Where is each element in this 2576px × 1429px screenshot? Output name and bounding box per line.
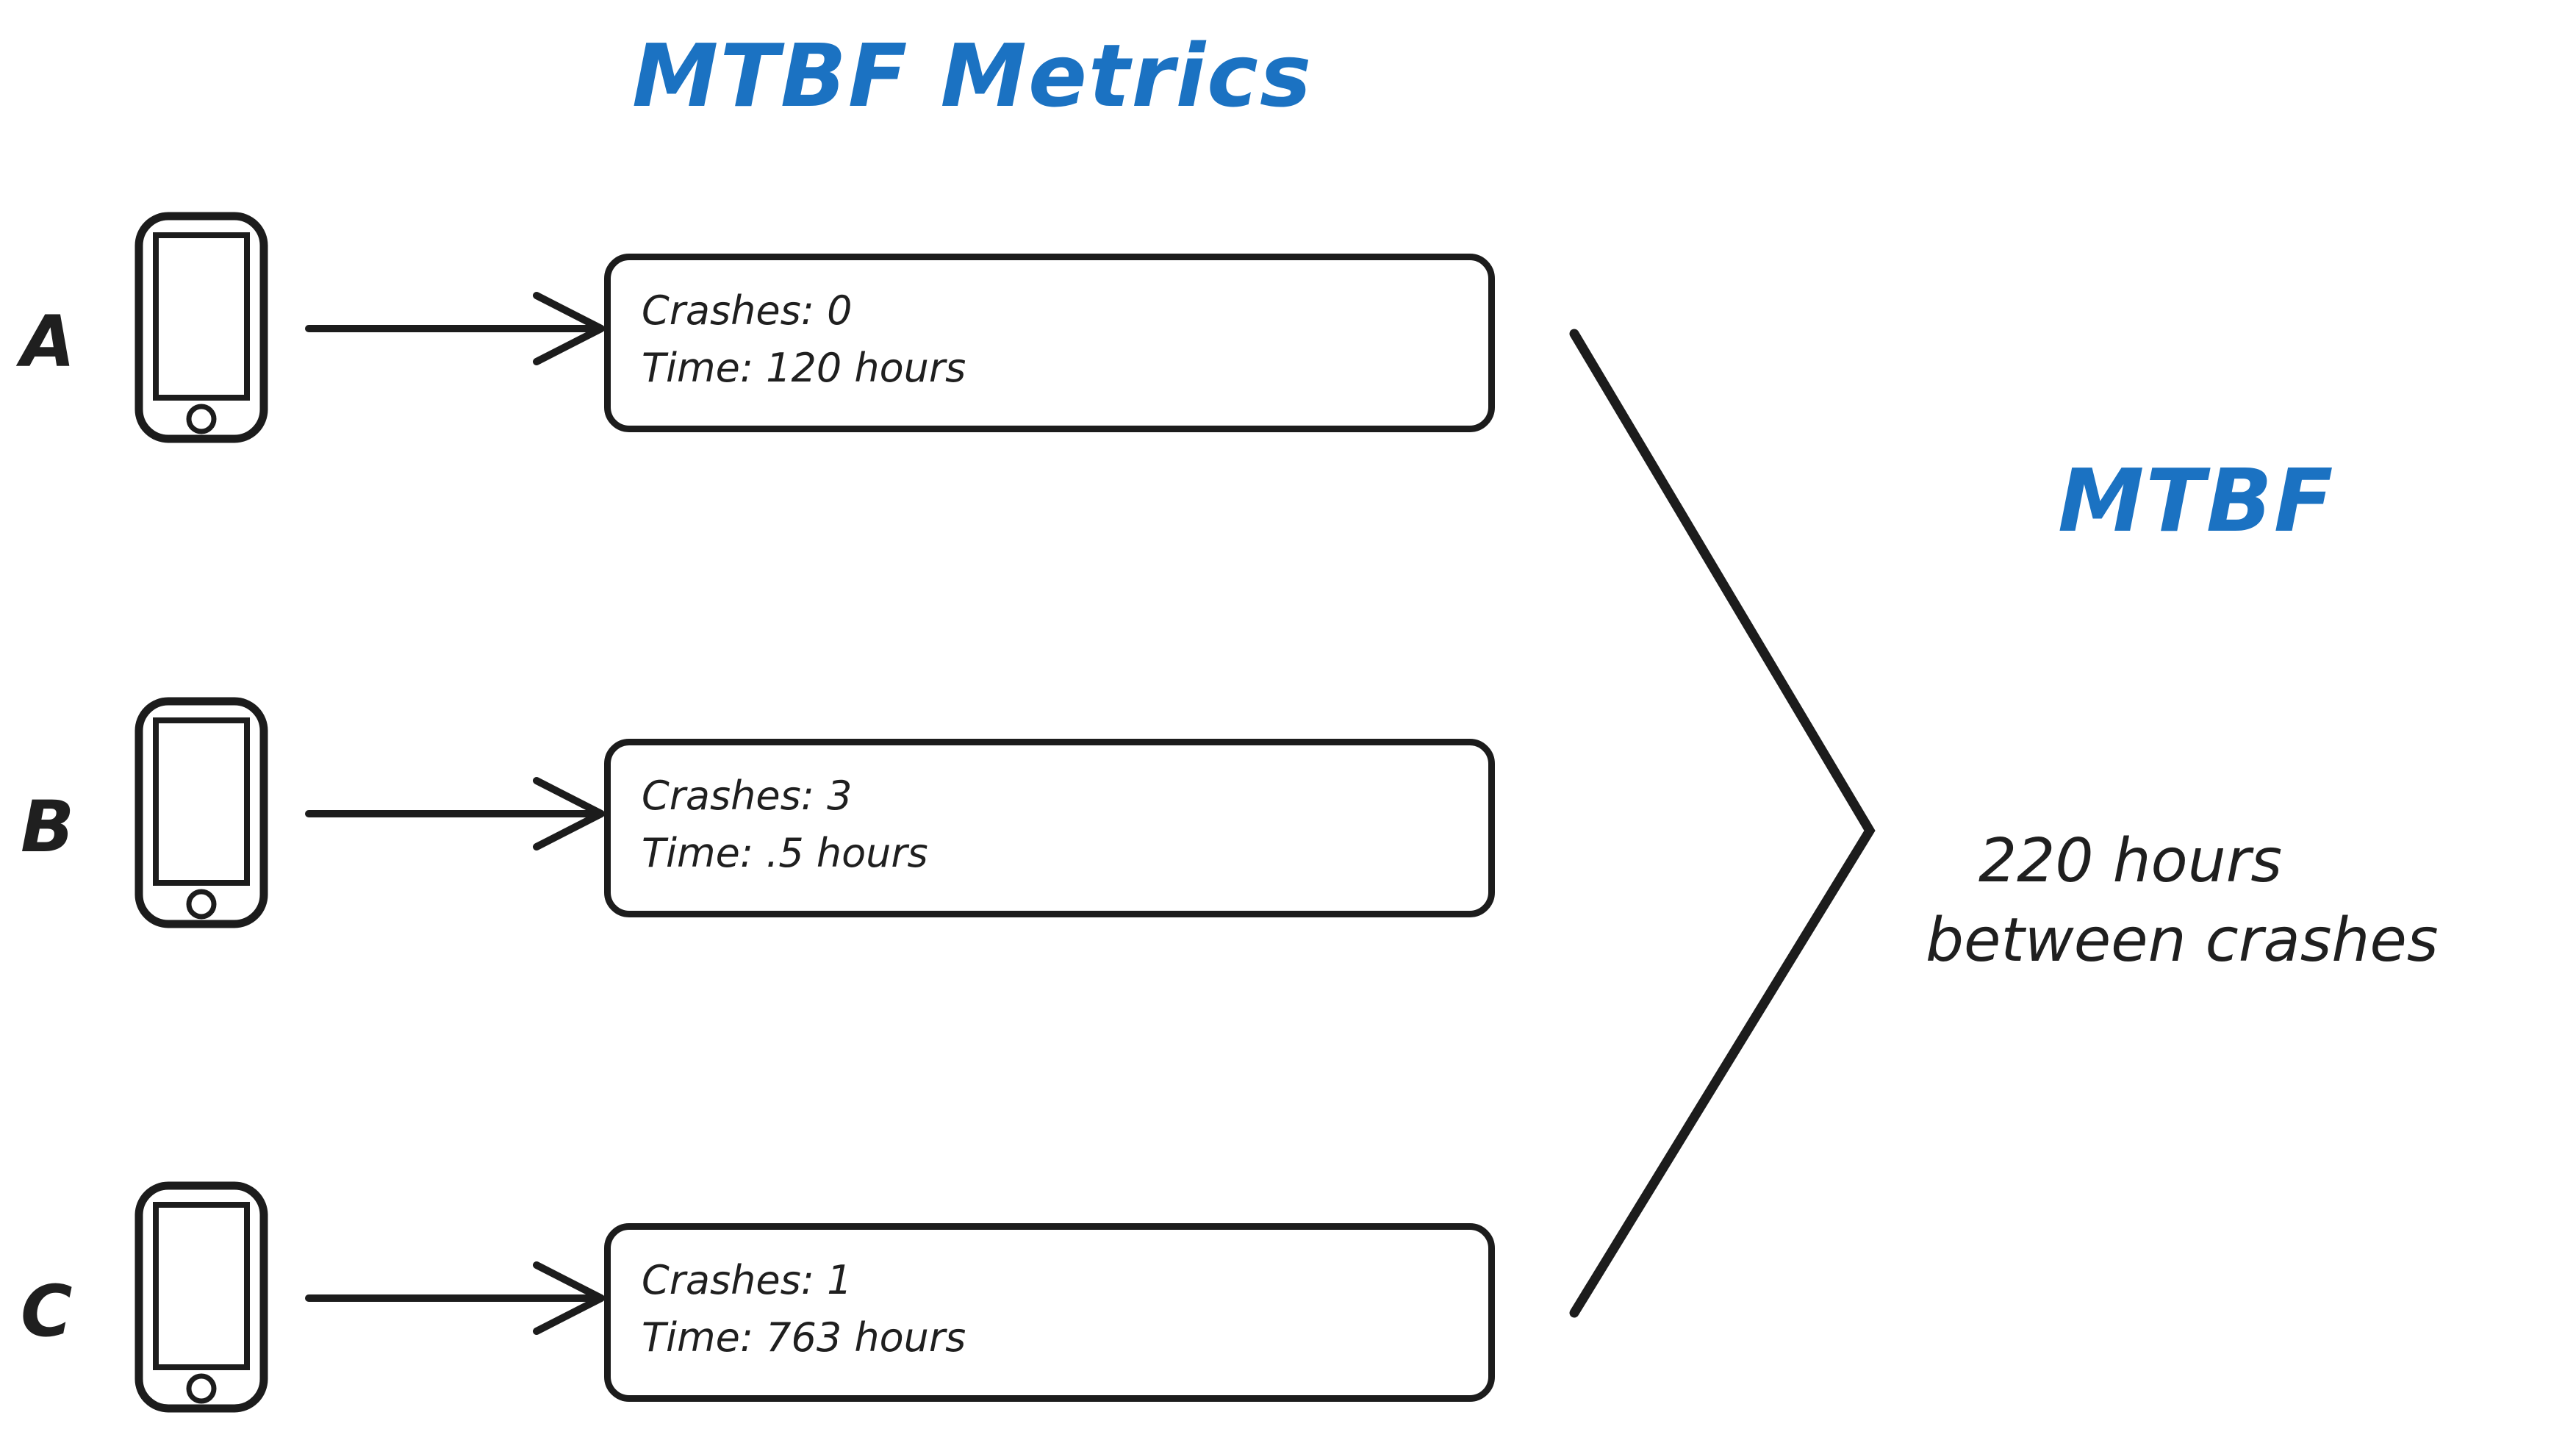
mtbf-result: 220 hours between crashes bbox=[1926, 822, 2572, 981]
metric-card-a[interactable]: Crashes: 0 Time: 120 hours bbox=[604, 254, 1495, 432]
arrow-right-icon bbox=[301, 281, 610, 376]
metric-card-text-a: Crashes: 0 Time: 120 hours bbox=[642, 282, 966, 397]
mtbf-heading: MTBF bbox=[2058, 450, 2335, 551]
phone-icon bbox=[134, 696, 269, 929]
device-label-b: B bbox=[21, 786, 75, 868]
metric-card-b[interactable]: Crashes: 3 Time: .5 hours bbox=[604, 739, 1495, 917]
crashes-value-b: Crashes: 3 bbox=[642, 773, 853, 819]
mtbf-result-line-1: 220 hours bbox=[1978, 826, 2283, 896]
mtbf-result-line-2: between crashes bbox=[1926, 906, 2439, 976]
device-label-a: A bbox=[21, 301, 76, 383]
page-title: MTBF Metrics bbox=[632, 25, 1313, 126]
crashes-value-c: Crashes: 1 bbox=[642, 1257, 853, 1303]
time-value-a: Time: 120 hours bbox=[642, 344, 966, 391]
phone-icon bbox=[134, 1181, 269, 1414]
crashes-value-a: Crashes: 0 bbox=[642, 287, 853, 334]
converging-bracket-icon bbox=[1558, 316, 1896, 1330]
metric-card-text-c: Crashes: 1 Time: 763 hours bbox=[642, 1252, 966, 1367]
phone-icon bbox=[134, 211, 269, 444]
arrow-right-icon bbox=[301, 766, 610, 862]
metric-card-text-b: Crashes: 3 Time: .5 hours bbox=[642, 767, 928, 882]
arrow-right-icon bbox=[301, 1250, 610, 1346]
time-value-b: Time: .5 hours bbox=[642, 829, 928, 876]
time-value-c: Time: 763 hours bbox=[642, 1314, 966, 1361]
metric-card-c[interactable]: Crashes: 1 Time: 763 hours bbox=[604, 1223, 1495, 1402]
device-label-c: C bbox=[21, 1270, 73, 1353]
